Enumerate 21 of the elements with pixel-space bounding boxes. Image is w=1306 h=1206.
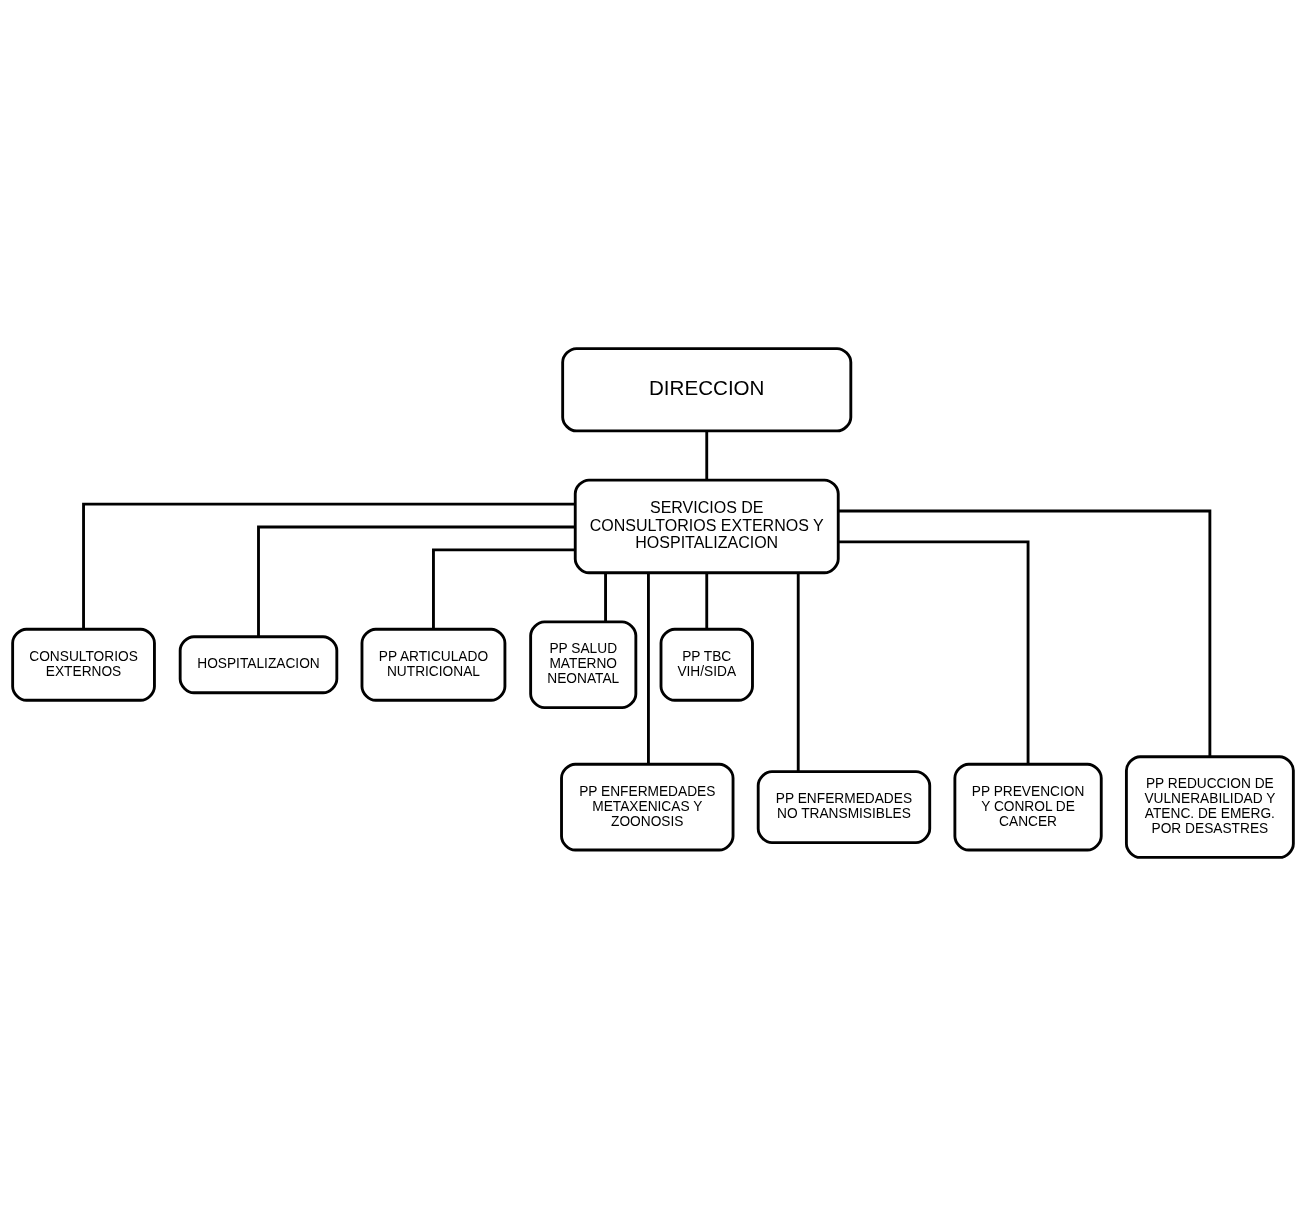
node-box: PP SALUD MATERNO NEONATAL (529, 620, 638, 710)
node-box: HOSPITALIZACION (178, 635, 339, 695)
connector (647, 572, 650, 764)
node-box: PP TBC VIH/SIDA (659, 627, 754, 702)
connector (82, 502, 575, 630)
connector (796, 572, 800, 772)
node-box: PP ENFERMEDADES NO TRANSMISIBLES (756, 770, 932, 844)
node-box: PP ENFERMEDADES METAXENICAS Y ZOONOSIS (560, 762, 735, 852)
node-box: CONSULTORIOS EXTERNOS (11, 627, 156, 702)
connector (432, 548, 575, 629)
node-box: DIRECCION (561, 347, 853, 433)
node-box: PP ARTICULADO NUTRICIONAL (360, 627, 507, 702)
connector (257, 525, 575, 637)
connector (705, 431, 709, 480)
connector (705, 572, 709, 630)
node-box: SERVICIOS DE CONSULTORIOS EXTERNOS Y HOSPITALIZACION (573, 478, 840, 575)
connector (838, 540, 1030, 765)
node-box: PP REDUCCION DE VULNERABILIDAD Y ATENC. DE EMERG. POR DESASTRES (1124, 755, 1295, 859)
connector (604, 572, 607, 622)
node-box: PP PREVENCION Y CONROL DE CANCER (953, 762, 1103, 852)
connector (838, 509, 1212, 757)
